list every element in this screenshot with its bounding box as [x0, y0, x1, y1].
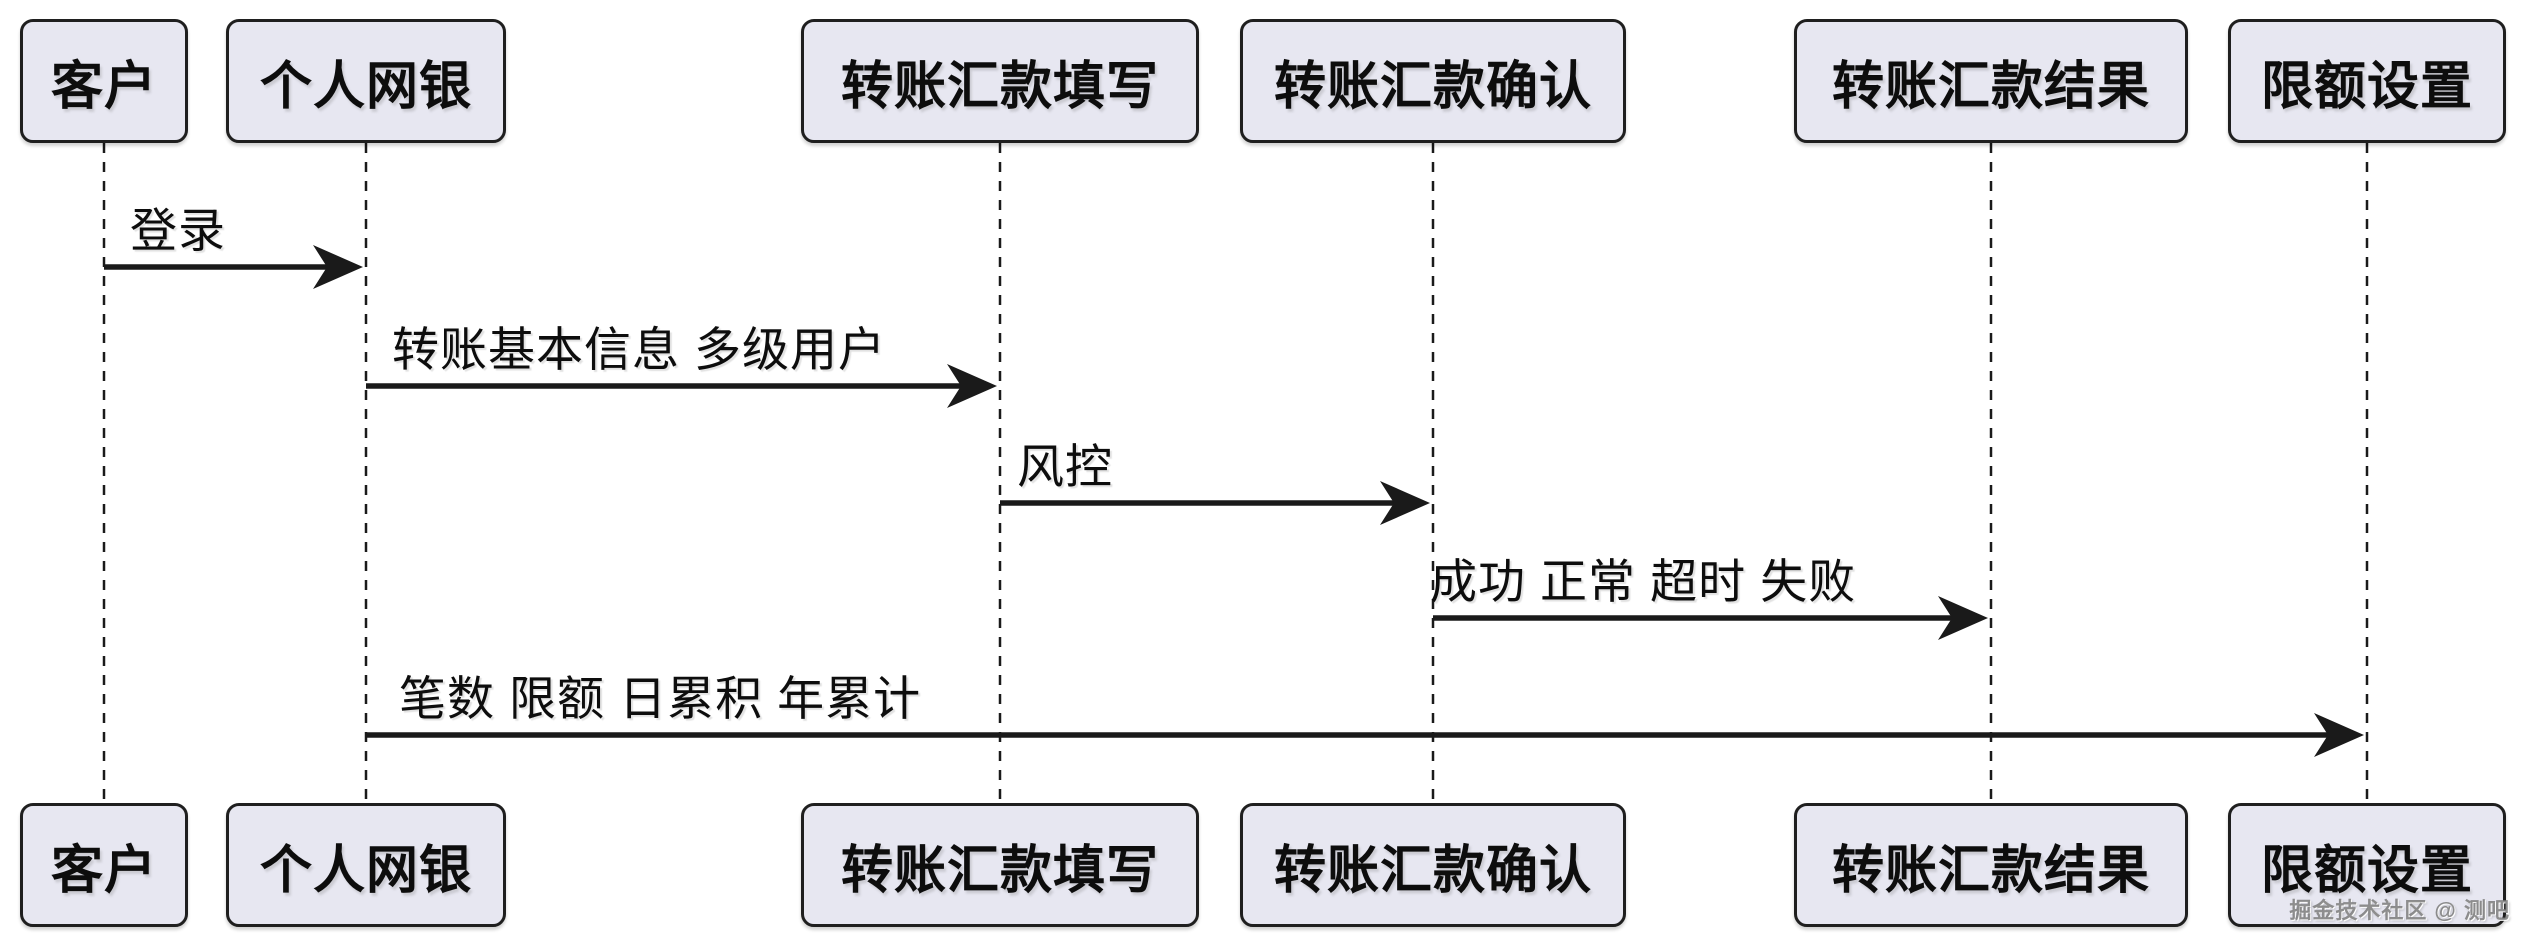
actor-box-top-customer: 客户	[20, 19, 188, 143]
actor-box-bottom-personal-ebank: 个人网银	[226, 803, 506, 927]
actor-label: 限额设置	[2260, 841, 2473, 900]
message-label: 风控	[1017, 440, 1113, 493]
actor-label: 转账汇款填写	[840, 841, 1159, 900]
arrowhead-icon	[947, 364, 997, 408]
actor-label: 转账汇款确认	[1273, 57, 1592, 116]
actor-box-top-limit-setting: 限额设置	[2228, 19, 2506, 143]
message-label: 转账基本信息 多级用户	[392, 323, 887, 376]
message-label: 成功 正常 超时 失败	[1430, 555, 1857, 608]
actor-box-top-transfer-confirm: 转账汇款确认	[1240, 19, 1626, 143]
actor-box-bottom-customer: 客户	[20, 803, 188, 927]
arrowhead-icon	[313, 245, 363, 289]
arrowhead-icon	[1938, 596, 1988, 640]
arrowhead-icon	[2314, 713, 2364, 757]
actor-label: 转账汇款填写	[840, 57, 1159, 116]
actor-label: 转账汇款结果	[1831, 841, 2150, 900]
message-label: 笔数 限额 日累积 年累计	[399, 672, 922, 725]
actor-label: 转账汇款确认	[1273, 841, 1592, 900]
actor-box-bottom-limit-setting: 限额设置	[2228, 803, 2506, 927]
actor-label: 客户	[50, 841, 157, 900]
actor-label: 客户	[50, 57, 157, 116]
actor-box-bottom-transfer-result: 转账汇款结果	[1794, 803, 2188, 927]
actor-label: 转账汇款结果	[1831, 57, 2150, 116]
actor-label: 个人网银	[259, 841, 472, 900]
actor-box-top-transfer-fill: 转账汇款填写	[801, 19, 1199, 143]
actor-box-top-personal-ebank: 个人网银	[226, 19, 506, 143]
actor-box-top-transfer-result: 转账汇款结果	[1794, 19, 2188, 143]
arrowhead-icon	[1380, 481, 1430, 525]
actor-label: 限额设置	[2260, 57, 2473, 116]
actor-box-bottom-transfer-fill: 转账汇款填写	[801, 803, 1199, 927]
watermark: 掘金技术社区 @ 测吧	[2289, 898, 2510, 923]
actor-label: 个人网银	[259, 57, 472, 116]
actor-box-bottom-transfer-confirm: 转账汇款确认	[1240, 803, 1626, 927]
message-label: 登录	[130, 204, 226, 257]
